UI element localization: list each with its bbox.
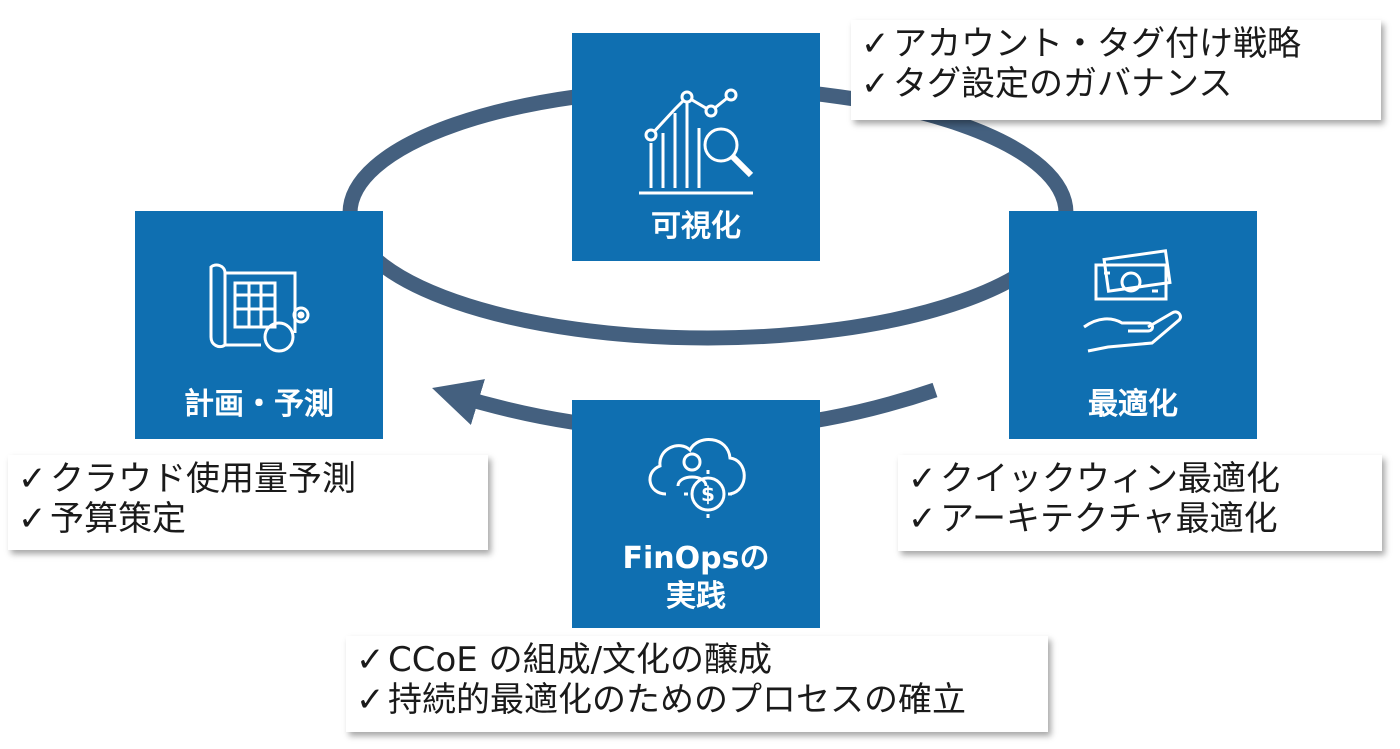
note-item: ✓アカウント・タグ付け戦略	[861, 24, 1301, 64]
note-item: ✓アーキテクチャ最適化	[908, 499, 1278, 539]
check-icon: ✓	[18, 459, 47, 499]
chart-search-icon	[639, 88, 754, 195]
note-planning: ✓クラウド使用量予測 ✓予算策定	[8, 455, 488, 550]
note-item: ✓クイックウィン最適化	[908, 459, 1280, 499]
money-hand-icon	[1083, 249, 1182, 353]
stage-optimization-label: 最適化	[1088, 387, 1178, 422]
stage-planning: 計画・予測	[135, 211, 383, 439]
note-item: ✓クラウド使用量予測	[18, 459, 356, 499]
stage-visibility-label: 可視化	[651, 209, 741, 244]
check-icon: ✓	[908, 499, 937, 539]
check-icon: ✓	[861, 24, 890, 64]
stage-finops: $ FinOpsの 実践	[572, 400, 820, 628]
note-item: ✓予算策定	[18, 499, 186, 539]
check-icon: ✓	[356, 640, 385, 680]
stage-finops-label-line2: 実践	[666, 579, 726, 614]
stage-optimization: 最適化	[1009, 211, 1257, 439]
stage-planning-label: 計画・予測	[184, 387, 334, 422]
check-icon: ✓	[18, 499, 47, 539]
note-visibility: ✓アカウント・タグ付け戦略 ✓タグ設定のガバナンス	[851, 20, 1381, 120]
note-item: ✓タグ設定のガバナンス	[861, 64, 1233, 104]
check-icon: ✓	[356, 680, 385, 720]
note-finops: ✓CCoE の組成/文化の醸成 ✓持続的最適化のためのプロセスの確立	[346, 636, 1048, 732]
note-optimization: ✓クイックウィン最適化 ✓アーキテクチャ最適化	[898, 455, 1382, 551]
stage-visibility: 可視化	[572, 33, 820, 261]
stage-finops-label-line1: FinOpsの	[622, 541, 770, 576]
cloud-dollar-gear-icon: $	[648, 438, 746, 518]
note-item: ✓持続的最適化のためのプロセスの確立	[356, 680, 966, 720]
check-icon: ✓	[861, 64, 890, 104]
blueprint-gear-icon	[209, 263, 310, 353]
note-item: ✓CCoE の組成/文化の醸成	[356, 640, 773, 680]
svg-text:$: $	[701, 482, 715, 506]
check-icon: ✓	[908, 459, 937, 499]
